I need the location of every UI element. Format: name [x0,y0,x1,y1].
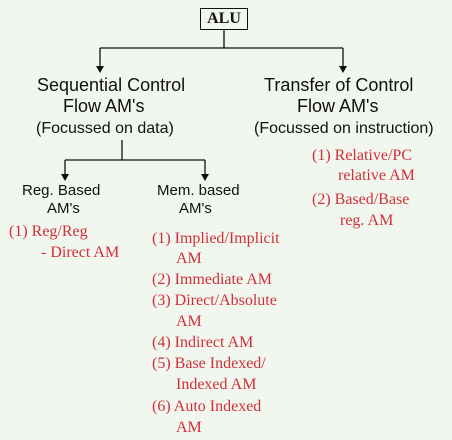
reg-item-1-line2: - Direct AM [41,244,120,261]
transfer-item-2-line2: reg. AM [340,212,394,229]
arrowhead-reg [61,174,69,181]
transfer-note: (Focussed on instruction) [254,120,434,137]
mem-based-title-line1: Mem. based [157,182,240,199]
arrowhead-transfer [339,66,347,73]
mem-item-5-line2: Indexed AM [176,376,257,393]
arrowhead-sequential [96,66,104,73]
mem-based-title-line2: AM's [179,200,212,217]
mem-item-3-line1: (3) Direct/Absolute [152,292,277,309]
sequential-title-line1: Sequential Control [37,75,186,95]
mem-item-4-line1: (4) Indirect AM [152,334,254,351]
mem-item-6-line2: AM [176,419,202,436]
arrowhead-mem [201,174,209,181]
root-node-alu: ALU [200,8,248,30]
transfer-item-2-line1: (2) Based/Base [312,191,410,208]
reg-based-title-line2: AM's [47,200,80,217]
mem-item-1-line1: (1) Implied/Implicit [152,230,280,247]
mem-item-3-line2: AM [176,313,202,330]
transfer-title-line1: Transfer of Control [264,75,414,95]
mem-item-1-line2: AM [176,250,202,267]
mem-item-6-line1: (6) Auto Indexed [152,398,262,415]
transfer-title-line2: Flow AM's [297,96,379,116]
transfer-item-1-line1: (1) Relative/PC [312,147,412,164]
mem-item-5-line1: (5) Base Indexed/ [152,355,266,372]
sequential-title-line2: Flow AM's [63,96,145,116]
sequential-note: (Focussed on data) [36,120,174,137]
reg-item-1-line1: (1) Reg/Reg [9,223,88,240]
reg-based-title-line1: Reg. Based [22,182,101,199]
mem-item-2-line1: (2) Immediate AM [152,271,272,288]
transfer-item-1-line2: relative AM [338,167,415,184]
